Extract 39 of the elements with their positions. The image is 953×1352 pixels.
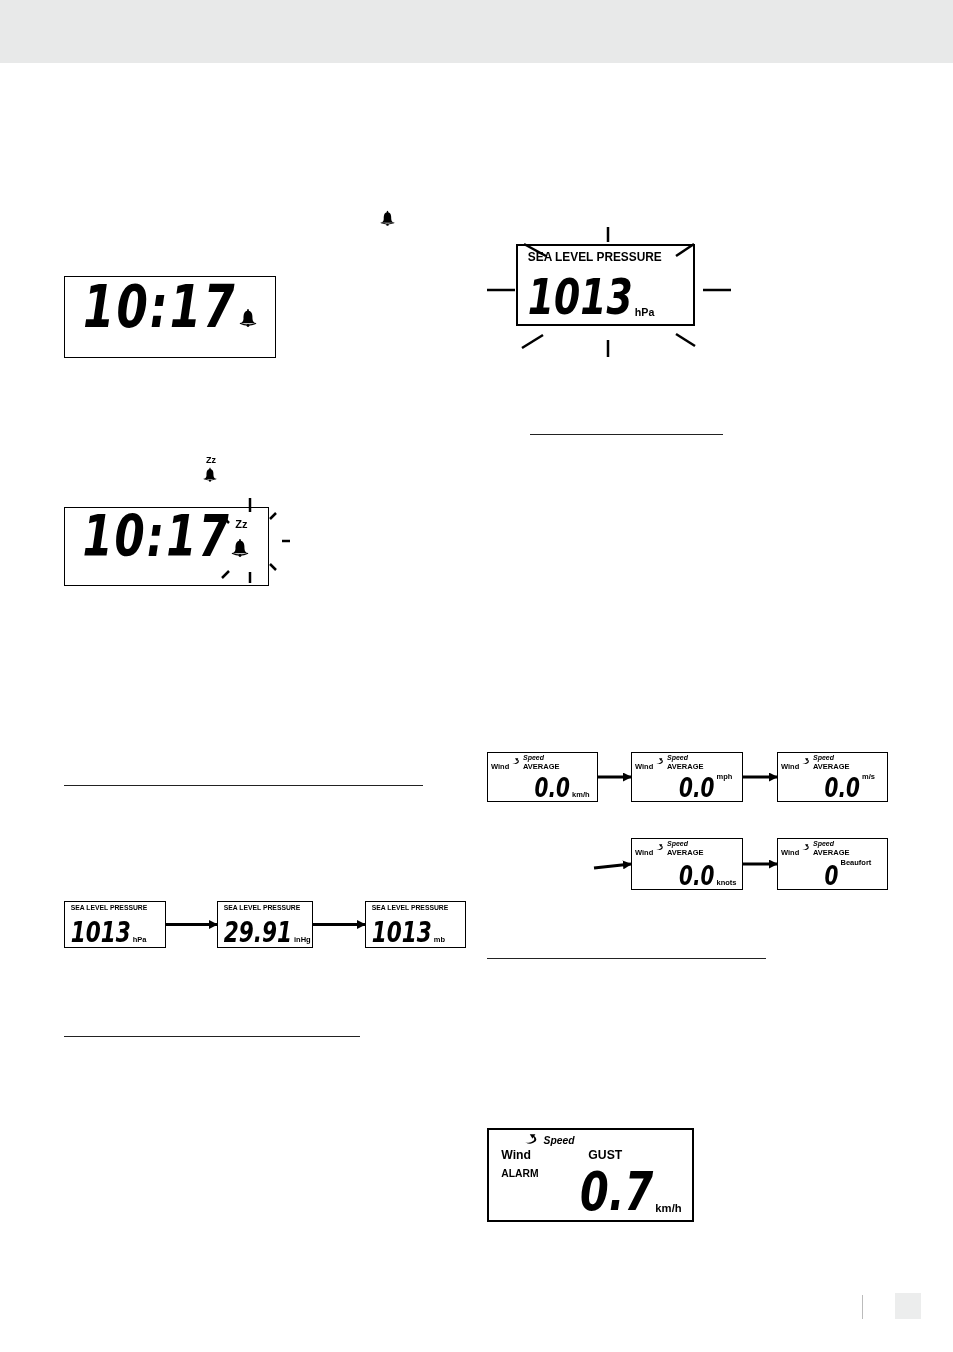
lcd-digits: 0.0 <box>534 777 571 798</box>
unit-label: km/h <box>655 1203 682 1215</box>
lcd-display <box>487 752 598 802</box>
arrow <box>743 772 778 782</box>
lcd-digits: 0.7 <box>580 1171 654 1215</box>
lcd-display <box>777 752 888 802</box>
arrow <box>598 772 632 782</box>
snooze-indicator: Zz <box>235 519 248 531</box>
lcd-display <box>64 276 276 358</box>
lcd-display <box>64 901 166 948</box>
unit-label: hPa <box>634 306 655 318</box>
lcd-digits: 0.0 <box>679 777 715 798</box>
lcd-display <box>631 752 743 802</box>
arrow <box>593 860 632 870</box>
snooze-indicator: Zz <box>206 456 216 465</box>
lcd-digits: 1013 <box>371 920 432 944</box>
lcd-digits: 1013 <box>527 278 633 318</box>
arrow <box>166 920 218 929</box>
display-label: SEA LEVEL PRESSURE <box>527 251 662 264</box>
lcd-display <box>777 838 888 890</box>
arrow <box>313 920 366 929</box>
lcd-display <box>487 1128 694 1222</box>
lcd-digits: 0.0 <box>679 865 715 886</box>
display-label: GUST <box>588 1148 623 1161</box>
lcd-digits: 0 <box>824 865 839 886</box>
lcd-digits: 29.91 <box>223 920 292 944</box>
lcd-display <box>64 507 269 586</box>
lcd-display <box>516 244 695 326</box>
display-label: Speed <box>543 1135 575 1146</box>
lcd-display <box>217 901 313 948</box>
lcd-digits: 10:17 <box>82 514 231 561</box>
lcd-digits: 10:17 <box>83 284 237 332</box>
lcd-display <box>631 838 743 890</box>
lcd-digits: 1013 <box>70 920 131 944</box>
lcd-display <box>365 901 466 948</box>
arrow <box>743 859 778 869</box>
display-label: ALARM <box>501 1169 539 1180</box>
display-label: Wind <box>501 1148 531 1161</box>
lcd-digits: 0.0 <box>824 777 861 798</box>
